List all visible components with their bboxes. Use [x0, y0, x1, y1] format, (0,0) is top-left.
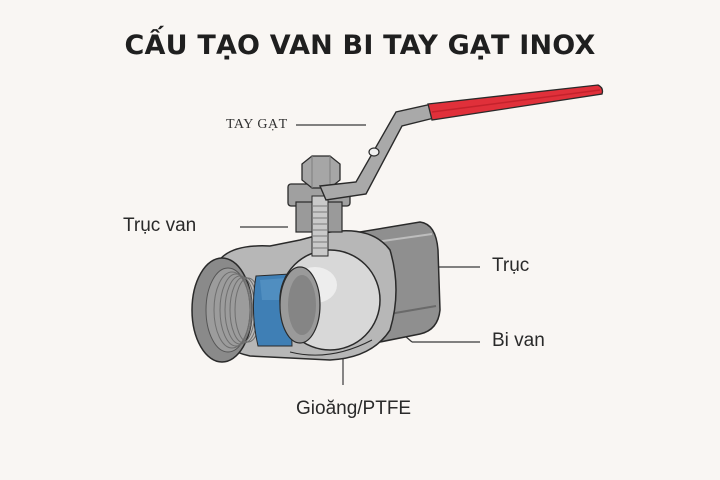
label-stem: Trục: [492, 255, 530, 276]
valve-left-port: [191, 257, 293, 363]
label-stem-valve: Trục van: [123, 215, 197, 236]
valve-nut: [301, 155, 341, 189]
label-ball: Bi van: [492, 330, 545, 351]
label-seal: Gioăng/PTFE: [296, 398, 412, 419]
label-handle: TAY GẠT: [226, 117, 288, 132]
diagram-title: CẤU TẠO VAN BI TAY GẠT INOX: [124, 30, 596, 61]
valve-handle-arm: [318, 103, 435, 201]
valve-handle-grip: [427, 84, 604, 121]
valve-ball: [279, 249, 381, 356]
